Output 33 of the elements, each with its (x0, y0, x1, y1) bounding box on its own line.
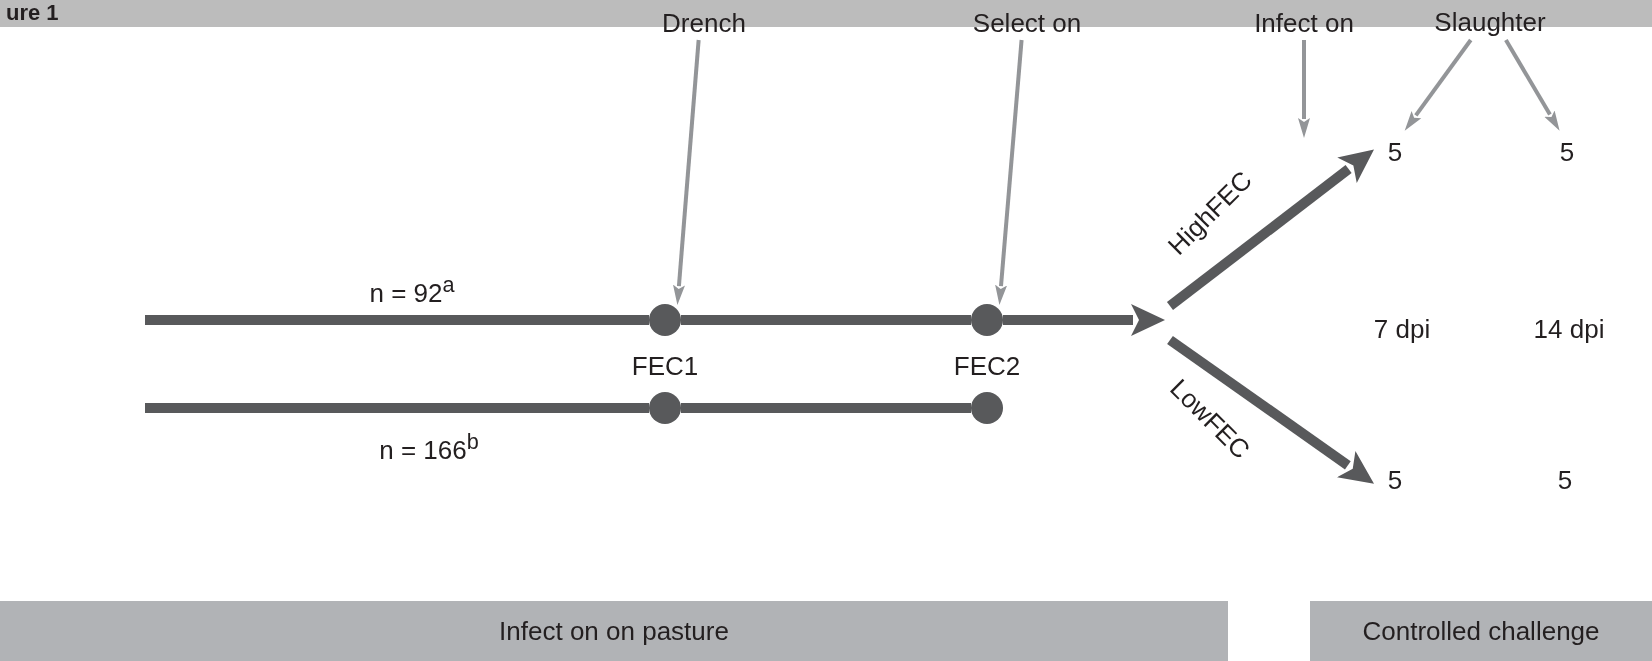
group-count: 5 (1544, 458, 1586, 502)
step-label: Select on (967, 6, 1087, 40)
arrow (995, 39, 1024, 305)
phase-label: Controlled challenge (1362, 616, 1600, 646)
time-label: 14 dpi (1533, 314, 1605, 344)
arrow (1166, 149, 1374, 310)
timepoint-dot (971, 304, 1003, 336)
timepoint-label: FEC1 (631, 351, 699, 381)
timeline-line (145, 315, 649, 325)
figure-number: ure 1 (6, 1, 59, 26)
phase-band (1310, 601, 1652, 661)
step-label: Drench (654, 6, 754, 40)
arrow (1298, 40, 1310, 138)
group-count: 5 (1546, 130, 1588, 174)
arrow (673, 39, 701, 305)
timeline-line (681, 315, 971, 325)
timepoint-dot (971, 392, 1003, 424)
timepoint-dot (649, 304, 681, 336)
arrow (1003, 304, 1165, 336)
arrow (1167, 335, 1374, 484)
phase-label: Infect on on pasture (499, 616, 729, 646)
step-label: Infect on (1244, 6, 1364, 40)
timepoint-label: FEC2 (953, 351, 1021, 381)
time-label: 7 dpi (1373, 314, 1431, 344)
timeline-line (681, 403, 971, 413)
timeline-line (145, 403, 649, 413)
step-label: Slaughter (1430, 4, 1550, 40)
arrow (1504, 39, 1560, 131)
phase-band (0, 601, 1228, 661)
timepoint-dot (649, 392, 681, 424)
arrow (1404, 38, 1473, 131)
group-count: 5 (1374, 458, 1416, 502)
group-count: 5 (1374, 130, 1416, 174)
